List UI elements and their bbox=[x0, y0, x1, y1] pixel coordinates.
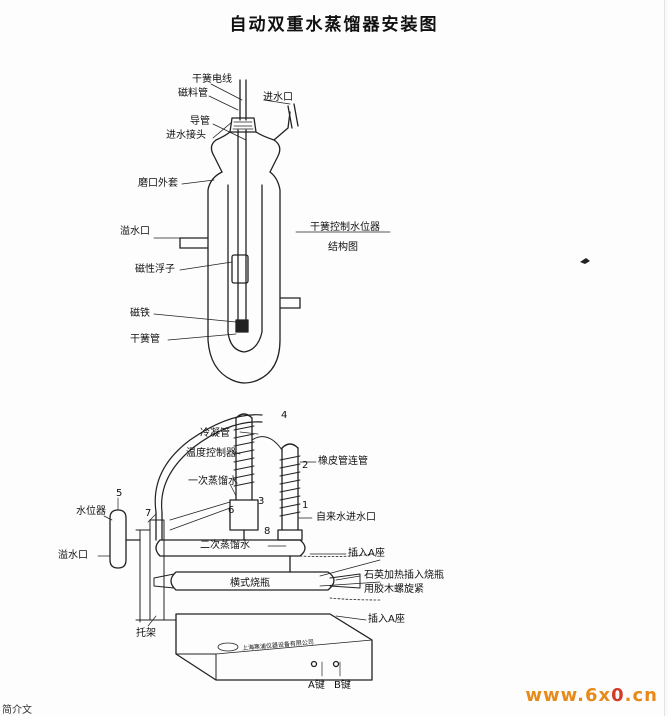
number-6: 6 bbox=[228, 505, 235, 516]
cropped-text: 简介文 bbox=[2, 705, 32, 716]
level-controller-drawing bbox=[153, 79, 391, 384]
label-magnet-tube: 磁料管 bbox=[178, 88, 208, 99]
label-first-distill: 一次蒸馏水 bbox=[188, 476, 238, 487]
label-condenser: 冷凝管 bbox=[200, 428, 230, 439]
page-title: 自动双重水蒸馏器安装图 bbox=[229, 15, 439, 35]
label-rubber-tube: 橡皮管连管 bbox=[318, 456, 368, 467]
label-stand: 托架 bbox=[136, 628, 156, 639]
label-temp-ctrl: 温度控制器 bbox=[186, 448, 236, 459]
label-overflow: 溢水口 bbox=[58, 550, 88, 561]
label-reed-tube: 干簧管 bbox=[130, 334, 160, 345]
caption-line-2: 结构图 bbox=[328, 242, 358, 253]
distiller-drawing bbox=[97, 413, 381, 681]
number-4: 4 bbox=[281, 410, 288, 421]
label-second-distill: 二次蒸馏水 bbox=[200, 540, 250, 551]
label-wire: 干簧电线 bbox=[192, 74, 232, 85]
label-float: 磁性浮子 bbox=[135, 264, 175, 275]
label-horizontal-flask: 横式烧瓶 bbox=[230, 578, 270, 589]
label-tap-inlet: 自来水进水口 bbox=[316, 512, 376, 523]
label-knob-b: B键 bbox=[334, 680, 351, 691]
label-quartz-heater-1: 石英加热插入烧瓶 bbox=[364, 570, 444, 581]
number-5: 5 bbox=[116, 488, 123, 499]
number-1: 1 bbox=[302, 500, 309, 511]
number-7: 7 bbox=[145, 508, 152, 519]
caption-line-1: 干簧控制水位器 bbox=[310, 222, 380, 233]
label-magnet: 磁铁 bbox=[130, 308, 150, 319]
label-knob-a: A键 bbox=[308, 680, 325, 691]
scan-mark bbox=[580, 258, 590, 264]
label-level-gauge: 水位器 bbox=[76, 506, 106, 517]
number-8: 8 bbox=[264, 526, 271, 537]
label-socket-a-2: 插入A座 bbox=[368, 614, 405, 625]
label-quartz-heater-2: 用胶木螺旋紧 bbox=[364, 584, 424, 595]
label-outer-sleeve: 磨口外套 bbox=[138, 178, 178, 189]
number-3: 3 bbox=[258, 496, 265, 507]
number-2: 2 bbox=[302, 460, 309, 471]
label-guide-tube: 导管 bbox=[190, 116, 210, 127]
label-socket-a: 插入A座 bbox=[348, 548, 385, 559]
label-outlet: 溢水口 bbox=[120, 226, 150, 237]
label-inlet-joint: 进水接头 bbox=[166, 130, 206, 141]
label-inlet-top: 进水口 bbox=[263, 92, 293, 103]
site-watermark: www.6x0.cn bbox=[525, 685, 658, 706]
